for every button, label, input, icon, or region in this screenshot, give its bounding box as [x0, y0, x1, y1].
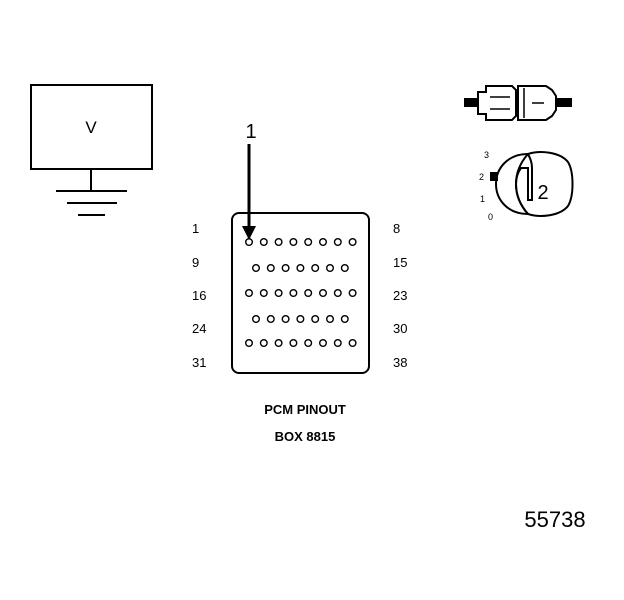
- rotary-switch: 3 2 1 0 2: [479, 150, 574, 222]
- pin-hole: [266, 315, 275, 324]
- pin-hole: [281, 315, 290, 324]
- pin-hole: [333, 289, 342, 298]
- pin-hole: [251, 315, 260, 324]
- pin-hole: [319, 289, 328, 298]
- plug-male-half: [477, 85, 517, 121]
- row-end-number: 30: [393, 321, 407, 336]
- pin-hole: [244, 237, 253, 246]
- pin-hole: [259, 237, 268, 246]
- pin-hole: [274, 339, 283, 348]
- callout-2-label: 2: [537, 182, 548, 204]
- switch-position-label: 3: [484, 150, 489, 160]
- pin-hole: [304, 237, 313, 246]
- row-end-number: 8: [393, 221, 400, 236]
- probe-callout: 1: [242, 121, 257, 240]
- voltmeter: V: [30, 84, 153, 216]
- pin-hole: [348, 289, 357, 298]
- row-end-number: 38: [393, 355, 407, 370]
- pin-hole: [289, 289, 298, 298]
- pin-hole: [266, 264, 275, 273]
- pin-hole: [304, 289, 313, 298]
- probe-arrow-head: [242, 226, 256, 240]
- pin-hole: [348, 339, 357, 348]
- pin-hole: [244, 339, 253, 348]
- pin-hole: [311, 315, 320, 324]
- voltmeter-symbol: V: [85, 118, 97, 137]
- pin-hole: [340, 315, 349, 324]
- row-end-number: 23: [393, 288, 407, 303]
- plug-left-lead: [464, 98, 478, 107]
- ground-symbol: [56, 169, 127, 216]
- pcm-connector: 1 9 16 24 31 8 15 23 30 38 PCM PINOUT BO…: [192, 212, 407, 444]
- caption-subtitle: BOX 8815: [275, 429, 336, 444]
- row-start-number: 9: [192, 255, 199, 270]
- pin-hole: [319, 339, 328, 348]
- switch-knob: [514, 151, 574, 217]
- connector-body: [231, 212, 370, 374]
- pin-hole: [319, 237, 328, 246]
- switch-position-label: 1: [480, 194, 485, 204]
- pin-hole: [259, 339, 268, 348]
- pin-hole: [340, 264, 349, 273]
- switch-position-label: 0: [488, 212, 493, 222]
- switch-position-label: 2: [479, 172, 484, 182]
- row-start-number: 16: [192, 288, 206, 303]
- plug-female-half: [517, 85, 557, 121]
- right-row-numbers: 8 15 23 30 38: [393, 221, 407, 370]
- pin-hole: [311, 264, 320, 273]
- plug-right-lead: [556, 98, 572, 107]
- pin-hole: [274, 237, 283, 246]
- switch-body: [494, 152, 531, 216]
- row-start-number: 1: [192, 221, 199, 236]
- row-start-number: 31: [192, 355, 206, 370]
- pin-hole: [274, 289, 283, 298]
- pin-hole: [304, 339, 313, 348]
- row-end-number: 15: [393, 255, 407, 270]
- callout-1-label: 1: [245, 121, 256, 143]
- pin-hole: [333, 339, 342, 348]
- pin-hole: [281, 264, 290, 273]
- left-row-numbers: 1 9 16 24 31: [192, 221, 206, 370]
- pin-hole: [348, 237, 357, 246]
- caption-title: PCM PINOUT: [264, 402, 346, 417]
- pin-hole: [296, 264, 305, 273]
- pin-hole: [326, 264, 335, 273]
- pin-hole: [244, 289, 253, 298]
- pin-grid: [244, 237, 357, 348]
- pin-hole: [289, 237, 298, 246]
- pin-hole: [296, 315, 305, 324]
- switch-position-marker: [490, 172, 498, 181]
- pin-hole: [259, 289, 268, 298]
- pin-hole: [326, 315, 335, 324]
- row-start-number: 24: [192, 321, 206, 336]
- figure-number: 55738: [524, 507, 585, 532]
- plug-connector-icon: [464, 85, 572, 121]
- pin-hole: [333, 237, 342, 246]
- pin-hole: [289, 339, 298, 348]
- pin-hole: [251, 264, 260, 273]
